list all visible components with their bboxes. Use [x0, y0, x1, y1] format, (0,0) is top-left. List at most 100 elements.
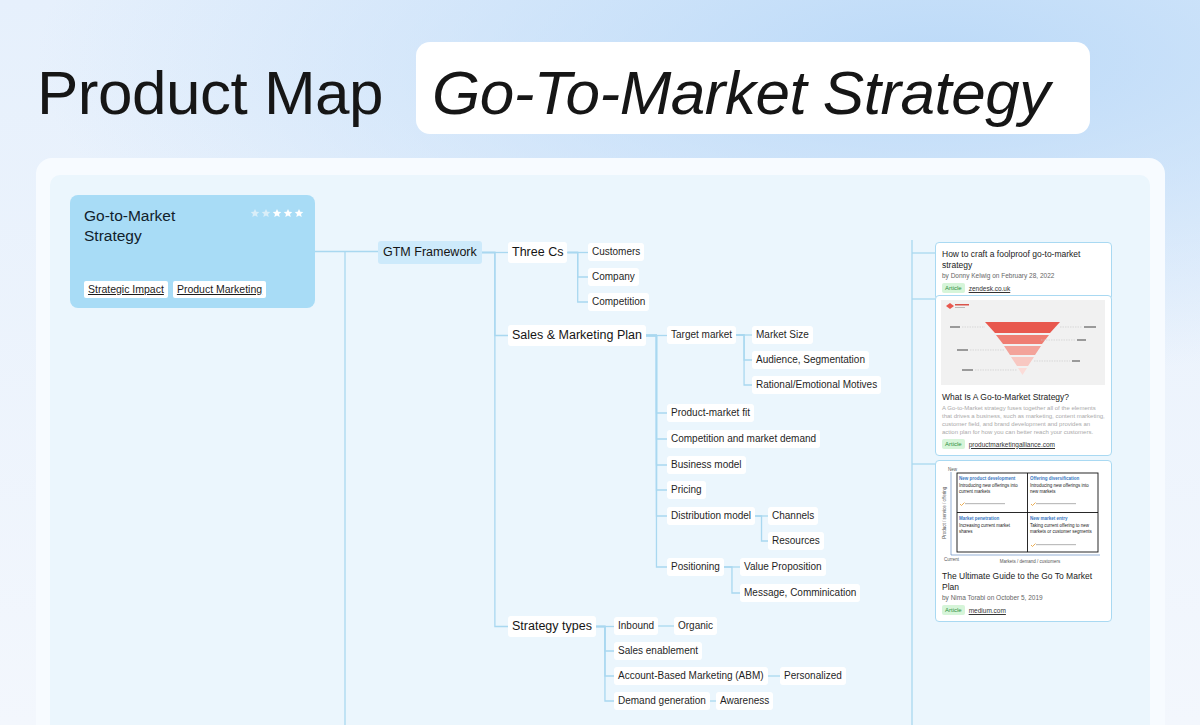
quadrant-title: Market penetration	[959, 516, 1025, 522]
card-description: A Go-to-Market strategy fuses together a…	[942, 404, 1105, 436]
node-label: Demand generation	[618, 695, 706, 706]
node-label: Competition and market demand	[671, 433, 816, 444]
axis-label: Product / service / offering	[942, 478, 948, 548]
resource-tick	[912, 252, 935, 253]
card-footer: Article productmarketingalliance.com	[942, 439, 1105, 449]
page-title: Product Map	[37, 62, 383, 124]
branch-node: Sales & Marketing Plan	[508, 325, 646, 346]
topic-chip: Rational/Emotional Motives	[752, 376, 881, 394]
topic-chip: Positioning	[667, 558, 724, 576]
node-label: Message, Comminication	[744, 587, 856, 598]
topic-chip: Business model	[667, 456, 746, 474]
card-byline: by Nima Torabi on October 5, 2019	[942, 593, 1105, 602]
resource-tick	[912, 463, 935, 464]
tree-connector	[736, 335, 752, 385]
node-label: Awareness	[720, 695, 769, 706]
node-label: Product-market fit	[671, 407, 750, 418]
node-label: Rational/Emotional Motives	[756, 379, 877, 390]
topic-chip: Target market	[667, 326, 736, 344]
node-label: Customers	[592, 246, 640, 257]
topic-chip: Account-Based Marketing (ABM)	[614, 667, 768, 685]
topic-chip: Audience, Segmentation	[752, 351, 869, 369]
topic-chip: Personalized	[780, 667, 846, 685]
card-title: The Ultimate Guide to the Go To Market P…	[942, 571, 1105, 593]
heading-text: Go-To-Market Strategy	[432, 62, 1050, 124]
tree-connector	[646, 336, 667, 568]
axis-label: Markets / demand / customers	[990, 559, 1070, 565]
node-label: Account-Based Marketing (ABM)	[618, 670, 764, 681]
branch-node: Three Cs	[508, 242, 567, 263]
topic-chip: Pricing	[667, 481, 706, 499]
topic-chip: Market Size	[752, 326, 813, 344]
topic-chip: Distribution model	[667, 507, 755, 525]
article-tag: Article	[942, 439, 965, 449]
node-label: Competition	[592, 296, 645, 307]
topic-chip: Sales enablement	[614, 642, 702, 660]
resource-card: How to craft a foolproof go-to-market st…	[935, 242, 1112, 300]
tag-chip: Product Marketing	[173, 281, 266, 298]
root-card: Go-to-Market StrategyStrategic Impact Pro…	[70, 195, 315, 308]
node-label: Audience, Segmentation	[756, 354, 865, 365]
topic-chip: Customers	[588, 243, 644, 261]
quadrant-text: Introducing new offerings into current m…	[959, 483, 1021, 494]
topic-chip: Channels	[768, 507, 818, 525]
branch-node: Strategy types	[508, 616, 596, 637]
article-tag: Article	[942, 605, 965, 615]
quadrant-title: New market entry	[1030, 516, 1096, 522]
tree-connector	[768, 675, 780, 676]
card-title: How to craft a foolproof go-to-market st…	[942, 249, 1105, 271]
axis-label: New	[948, 467, 957, 473]
topic-chip: Message, Comminication	[740, 584, 860, 602]
topic-chip: Competition	[588, 293, 649, 311]
quadrant-title: Offering diversification	[1030, 476, 1096, 482]
quadrant-text: Introducing new offerings into new marke…	[1030, 483, 1092, 494]
source-link: productmarketingalliance.com	[969, 440, 1055, 449]
node-label: GTM Framework	[383, 245, 477, 259]
source-link: medium.com	[969, 606, 1006, 615]
node-label: Strategy types	[512, 619, 592, 633]
quadrant-text: Increasing current market shares	[959, 523, 1021, 534]
node-label: Article	[945, 285, 962, 291]
node-label: Pricing	[671, 484, 702, 495]
node-label: Business model	[671, 459, 742, 470]
node-label: Channels	[772, 510, 814, 521]
tree-connector	[658, 625, 674, 626]
topic-chip: Demand generation	[614, 692, 710, 710]
card-title: What Is A Go-to-Market Strategy?	[942, 392, 1105, 403]
tree-connector	[482, 253, 508, 627]
topic-chip: Value Proposition	[740, 558, 826, 576]
resource-trunk	[911, 240, 912, 725]
node-label: Product Marketing	[177, 283, 262, 295]
node-label: Three Cs	[512, 245, 563, 259]
framework-node: GTM Framework	[378, 241, 482, 264]
node-label: Inbound	[618, 620, 654, 631]
node-label: Target market	[671, 329, 732, 340]
axis-label: Current	[944, 557, 959, 563]
card-title: Go-to-Market Strategy	[84, 206, 234, 246]
tree-connector	[724, 567, 740, 593]
source-link: zendesk.co.uk	[969, 284, 1011, 293]
resource-tick	[912, 298, 935, 299]
topic-chip: Resources	[768, 532, 824, 550]
node-label: Personalized	[784, 670, 842, 681]
topic-chip: Product-market fit	[667, 404, 754, 422]
node-label: Company	[592, 271, 635, 282]
topic-chip: Inbound	[614, 617, 658, 635]
node-label: Positioning	[671, 561, 720, 572]
topic-chip: Competition and market demand	[667, 430, 820, 448]
card-byline: by Donny Kelwig on February 28, 2022	[942, 271, 1105, 280]
resource-card: What Is A Go-to-Market Strategy?A Go-to-…	[935, 295, 1112, 456]
node-label: Article	[945, 607, 962, 613]
tree-connector	[596, 627, 614, 702]
article-tag: Article	[942, 283, 965, 293]
card-footer: Article medium.com	[942, 605, 1105, 615]
topic-chip: Organic	[674, 617, 717, 635]
topic-chip: Awareness	[716, 692, 773, 710]
node-label: Strategic Impact	[88, 283, 164, 295]
node-label: Distribution model	[671, 510, 751, 521]
node-label: Resources	[772, 535, 820, 546]
tag-row: Strategic Impact Product Marketing	[84, 281, 266, 298]
node-label: Sales & Marketing Plan	[512, 328, 642, 342]
quadrant-text: Taking current offering to new markets o…	[1030, 523, 1092, 534]
